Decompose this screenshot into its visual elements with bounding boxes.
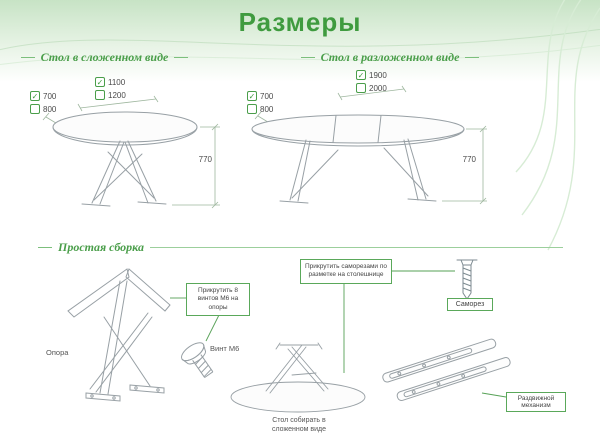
tabletop-assembly-drawing [230, 342, 366, 413]
dim-value: 800 [260, 104, 274, 114]
page-title: Размеры [238, 7, 362, 37]
table-art [52, 111, 198, 207]
leg-label: Опора [46, 348, 69, 357]
checkbox-checked-icon: ✓ [247, 91, 257, 101]
dim-value: 1900 [369, 70, 387, 80]
checkbox-checked-icon: ✓ [30, 91, 40, 101]
table-art [251, 114, 465, 204]
folded-section-heading: Стол в сложенном виде [12, 50, 197, 65]
slide-rails-drawing [382, 338, 511, 401]
dim-value: 800 [43, 104, 57, 114]
dim-value: 700 [43, 91, 57, 101]
unfolded-section-heading: Стол в разложенном виде [295, 50, 485, 65]
assembly-illustration [67, 259, 511, 413]
flourish-line [174, 57, 189, 58]
dim-option: ✓ 1100 [95, 77, 126, 87]
decorative-waves [515, 0, 600, 251]
assembly-section-heading: Простая сборка [38, 240, 563, 255]
mechanism-label: Раздвижной механизм [506, 392, 566, 412]
checkbox-unchecked-icon [356, 83, 366, 93]
dim-option: ✓ 700 [247, 91, 273, 101]
bolt-drawing [181, 342, 214, 378]
flourish-line [465, 57, 480, 58]
dim-option: ✓ 700 [30, 91, 56, 101]
assembly-heading-text: Простая сборка [58, 240, 144, 254]
leg-drawing [67, 268, 171, 402]
folded-table-drawing [42, 95, 220, 209]
dim-option: 800 [247, 104, 273, 114]
checkbox-checked-icon: ✓ [356, 70, 366, 80]
screw-callout: Прикрутить саморезами по разметке на сто… [300, 259, 392, 284]
checkbox-checked-icon: ✓ [95, 77, 105, 87]
dim-value: 1100 [108, 77, 126, 87]
assembly-note: Стол собирать в сложенном виде [271, 417, 327, 434]
divider-line [149, 247, 563, 248]
dim-value: 2000 [369, 83, 387, 93]
unfolded-width-options: ✓ 1900 2000 [356, 70, 387, 93]
flourish-line [300, 57, 315, 58]
bolt-callout: Прикрутить 8 винтов М6 на опоры [186, 283, 250, 317]
unfolded-heading-text: Стол в разложенном виде [320, 50, 460, 64]
flourish-line [38, 247, 52, 248]
screw-drawing [456, 259, 478, 300]
unfolded-depth-options: ✓ 700 800 [247, 91, 273, 114]
dim-option: ✓ 1900 [356, 70, 387, 80]
unfolded-table-drawing [251, 85, 487, 205]
folded-width-options: ✓ 1100 1200 [95, 77, 126, 100]
checkbox-unchecked-icon [30, 104, 40, 114]
flourish-line [20, 57, 35, 58]
dim-option: 800 [30, 104, 56, 114]
dim-option: 2000 [356, 83, 387, 93]
checkbox-unchecked-icon [95, 90, 105, 100]
dim-value: 700 [260, 91, 274, 101]
checkbox-unchecked-icon [247, 104, 257, 114]
bolt-label: Винт М6 [210, 344, 240, 353]
dimension-lines [254, 85, 487, 205]
header-wave-decoration [0, 28, 600, 66]
folded-height-value: 770 [198, 155, 212, 164]
unfolded-height-value: 770 [462, 155, 476, 164]
header-background [0, 0, 600, 82]
screw-label: Саморез [447, 298, 493, 311]
folded-depth-options: ✓ 700 800 [30, 91, 56, 114]
connector-lines [170, 270, 507, 398]
dim-option: 1200 [95, 90, 126, 100]
folded-heading-text: Стол в сложенном виде [40, 50, 169, 64]
dim-value: 1200 [108, 90, 126, 100]
